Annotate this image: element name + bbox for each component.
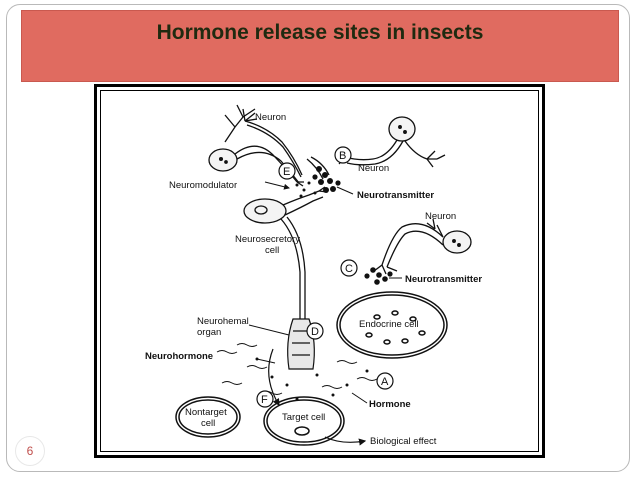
label-hormone: Hormone <box>369 399 411 410</box>
label-neuron-top: Neuron <box>255 112 286 123</box>
label-neurotransmitter-b: Neurotransmitter <box>357 190 434 201</box>
page-number: 6 <box>15 436 45 466</box>
label-target-cell: Target cell <box>282 412 325 423</box>
neuron-top-axon <box>242 108 303 178</box>
diagram-frame: B E C D A F Neuron Neuron Neuron Neuromo… <box>94 84 545 458</box>
label-neurosecretory-cell-2: cell <box>265 245 279 256</box>
hormone-release-diagram: B E C D A F Neuron Neuron Neuron Neuromo… <box>145 104 482 447</box>
slide-title: Hormone release sites in insects <box>156 21 484 44</box>
label-nontarget-cell-1: Nontarget <box>185 407 227 418</box>
label-neuron-mid: Neuron <box>425 211 456 222</box>
site-letter-a: A <box>381 376 389 388</box>
neuromodulator-dots <box>295 181 317 198</box>
neurosecretory-cell <box>243 186 328 322</box>
neurotransmitter-dots-c <box>364 267 393 285</box>
target-cell <box>263 396 345 446</box>
site-letter-b: B <box>339 150 346 162</box>
neuron-top-left <box>208 104 304 187</box>
label-neurohormone: Neurohormone <box>145 351 213 362</box>
title-bar: Hormone release sites in insects <box>21 10 619 82</box>
site-letter-d: D <box>311 326 319 338</box>
neurotransmitter-dots-b <box>312 166 341 193</box>
endocrine-cell <box>336 291 448 359</box>
label-neuron-right: Neuron <box>358 163 389 174</box>
synapse-b <box>306 156 330 180</box>
site-letter-c: C <box>345 263 353 275</box>
hemolymph-flow <box>216 343 378 395</box>
label-nontarget-cell-2: cell <box>201 418 215 429</box>
nontarget-cell <box>175 396 241 438</box>
label-neurotransmitter-c: Neurotransmitter <box>405 274 482 285</box>
neuron-right <box>335 116 446 168</box>
site-letter-f: F <box>261 394 268 406</box>
label-endocrine-cell: Endocrine cell <box>359 319 419 330</box>
site-letter-circles <box>256 146 394 408</box>
site-letter-e: E <box>283 166 290 178</box>
label-biological-effect: Biological effect <box>370 436 437 447</box>
label-neurosecretory-cell-1: Neurosecretory <box>235 234 300 245</box>
label-neuromodulator: Neuromodulator <box>169 180 237 191</box>
biological-effect-arrow <box>324 436 367 446</box>
label-neurohemal-organ-1: Neurohemal <box>197 316 249 327</box>
neurohormone-arrow <box>268 348 280 407</box>
leader-lines <box>248 181 402 404</box>
neuron-middle <box>373 218 472 275</box>
label-neurohemal-organ-2: organ <box>197 327 221 338</box>
